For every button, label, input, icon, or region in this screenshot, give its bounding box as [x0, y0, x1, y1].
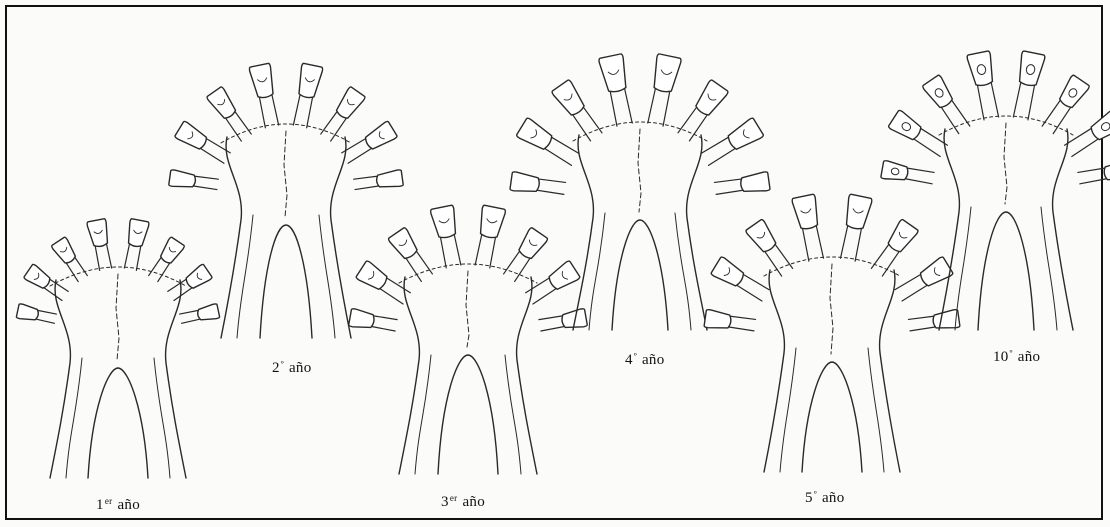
jaw-inner-line: [589, 213, 691, 330]
incisor-tooth: [881, 160, 935, 187]
midline-suture: [116, 274, 119, 360]
incisor-tooth: [643, 54, 681, 127]
midline-suture: [830, 264, 833, 354]
incisor-tooth: [714, 172, 770, 198]
jaw-outline: [764, 270, 900, 472]
incisor-tooth: [699, 117, 764, 168]
jaw-inner-line: [237, 215, 335, 338]
incisor-tooth: [500, 227, 548, 284]
arcade-y1: [16, 218, 220, 478]
label-year-5: 5º año: [805, 489, 845, 507]
incisor-tooth: [51, 237, 90, 284]
incisor-tooth: [290, 63, 323, 129]
jaw-inner-line: [955, 207, 1057, 330]
incisor-tooth: [745, 219, 795, 278]
incisor-tooth: [430, 205, 465, 269]
incisor-tooth: [893, 256, 953, 304]
incisor-tooth: [353, 170, 403, 193]
incisor-tooth: [1077, 160, 1110, 187]
incisor-tooth: [169, 170, 219, 193]
midline-suture: [284, 131, 287, 217]
incisor-tooth: [967, 51, 1003, 121]
jaw-outline: [399, 277, 537, 474]
incisor-tooth: [249, 63, 282, 129]
incisor-tooth: [675, 79, 729, 143]
symphysis-notch: [88, 368, 148, 478]
incisor-tooth: [868, 219, 918, 278]
incisor-tooth: [174, 121, 232, 166]
incisor-tooth: [318, 86, 366, 143]
incisor-tooth: [836, 194, 872, 262]
incisor-tooth: [538, 308, 587, 334]
symphysis-notch: [438, 355, 498, 474]
label-year-2: 2º año: [272, 359, 312, 377]
incisor-tooth: [792, 194, 828, 262]
incisor-tooth: [1009, 51, 1045, 121]
arcade-y5: [704, 194, 960, 472]
incisor-tooth: [510, 172, 566, 198]
label-year-3: 3er año: [441, 493, 485, 511]
jaw-inner-line: [415, 355, 521, 474]
incisor-tooth: [388, 227, 436, 284]
symphysis-notch: [612, 220, 668, 330]
arcade-y10: [881, 51, 1110, 330]
incisor-tooth: [704, 309, 756, 334]
incisor-tooth: [908, 309, 960, 334]
incisor-tooth: [551, 79, 605, 143]
jaw-outline: [939, 129, 1073, 330]
arcade-y3: [349, 205, 588, 474]
incisor-tooth: [121, 218, 149, 271]
incisor-tooth: [1062, 110, 1110, 160]
midline-suture: [466, 271, 469, 347]
incisor-tooth: [349, 308, 398, 334]
incisor-tooth: [16, 303, 57, 325]
symphysis-notch: [802, 362, 862, 472]
incisor-tooth: [166, 264, 213, 303]
jaw-outline: [573, 135, 707, 330]
incisor-tooth: [87, 218, 115, 271]
jaw-inner-line: [66, 358, 170, 478]
jaw-inner-line: [780, 348, 884, 472]
label-year-10: 10º año: [993, 348, 1040, 366]
incisor-tooth: [23, 264, 70, 303]
incisor-tooth: [179, 303, 220, 325]
arcade-y2: [169, 63, 404, 338]
incisor-tooth: [471, 205, 506, 269]
label-year-4: 4º año: [625, 351, 665, 369]
jaw-outline: [50, 280, 186, 478]
incisor-tooth: [206, 86, 254, 143]
symphysis-notch: [978, 212, 1034, 330]
label-year-1: 1er año: [96, 496, 140, 514]
arcade-y4: [510, 54, 770, 330]
incisor-tooth: [516, 117, 581, 168]
symphysis-notch: [260, 225, 312, 338]
midline-suture: [1004, 123, 1007, 204]
midline-suture: [638, 129, 641, 212]
incisor-tooth: [1039, 75, 1090, 136]
incisor-tooth: [711, 256, 771, 304]
incisor-tooth: [922, 75, 973, 136]
incisor-tooth: [340, 121, 398, 166]
incisor-tooth: [598, 54, 636, 127]
